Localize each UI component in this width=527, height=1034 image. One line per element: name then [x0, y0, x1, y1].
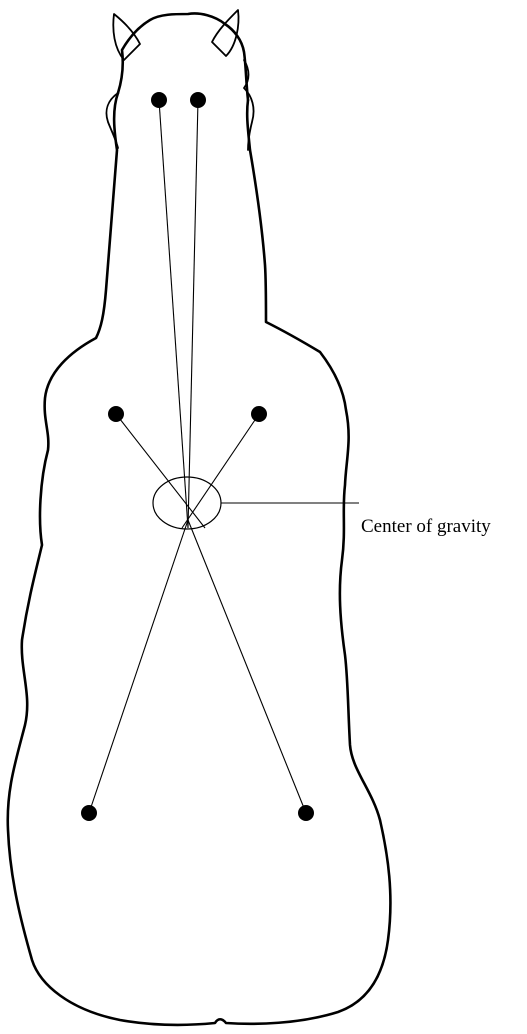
head-point-left	[151, 92, 167, 108]
horse-body-outline	[8, 93, 391, 1025]
line-head-left	[159, 100, 188, 528]
left-ear	[113, 14, 140, 60]
line-shoulder-right	[182, 414, 259, 528]
shoulder-point-left	[108, 406, 124, 422]
line-hip-right	[188, 520, 306, 813]
line-hip-left	[89, 520, 188, 813]
shoulder-point-right	[251, 406, 267, 422]
head-point-right	[190, 92, 206, 108]
center-of-gravity-label: Center of gravity	[361, 516, 491, 538]
hip-point-right	[298, 805, 314, 821]
horse-head-outline	[118, 13, 248, 100]
hip-point-left	[81, 805, 97, 821]
line-head-right	[188, 100, 198, 528]
line-shoulder-left	[116, 414, 205, 528]
